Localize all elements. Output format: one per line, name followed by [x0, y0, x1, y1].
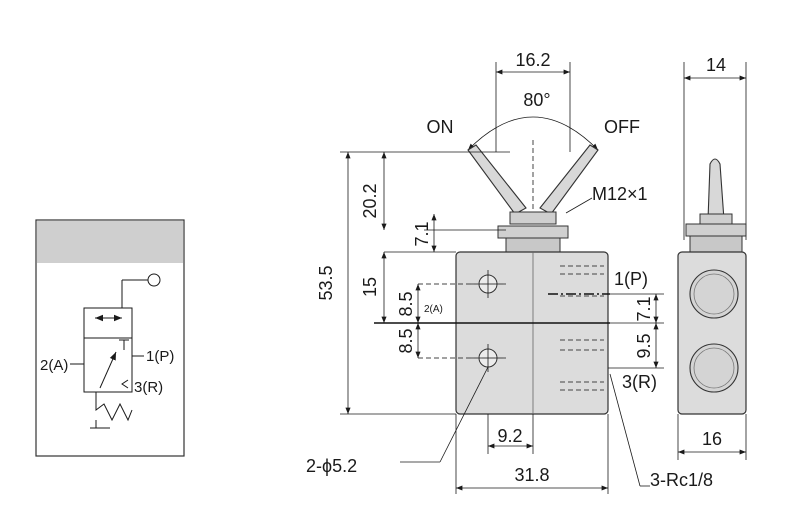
dim-body-width: 31.8 — [514, 465, 549, 485]
spring-icon — [95, 392, 133, 422]
thread-top — [509, 211, 557, 225]
label-on: ON — [427, 117, 454, 137]
dim-a-height-1: 8.5 — [396, 291, 416, 316]
symbol-port-a-label: 2(A) — [40, 357, 68, 374]
valve-body-front — [455, 251, 609, 415]
side-port-p — [689, 269, 739, 319]
dim-a-height-2: 8.5 — [396, 328, 416, 353]
port-p-label: 1(P) — [614, 269, 648, 289]
lever-knob-icon — [147, 273, 161, 287]
side-dim-top-width: 14 — [706, 55, 726, 75]
port-r-label: 3(R) — [622, 372, 657, 392]
label-off: OFF — [604, 117, 640, 137]
side-nut — [685, 223, 747, 237]
dim-top-width: 16.2 — [515, 50, 550, 70]
dim-r-height: 9.5 — [634, 333, 654, 358]
dim-half-width: 9.2 — [497, 426, 522, 446]
thread-label: M12×1 — [592, 184, 648, 204]
lever-on-position — [467, 144, 527, 215]
symbol-box-lower — [83, 337, 133, 393]
port-a-small-label: 2(A) — [424, 304, 443, 315]
side-dim-body-width: 16 — [702, 429, 722, 449]
valve-symbol: 2(A) 1(P) 3(R) — [35, 219, 185, 457]
side-lever — [707, 158, 725, 221]
dim-lever-height: 20.2 — [360, 183, 380, 218]
front-view: 16.2 80° ON OFF M12×1 — [306, 50, 713, 494]
dim-angle: 80° — [523, 90, 550, 110]
symbol-port-r-label: 3(R) — [134, 379, 163, 396]
ports-callout: 3-Rc1/8 — [650, 470, 713, 490]
dim-nut-height: 7.1 — [412, 221, 432, 246]
nut-base — [505, 237, 561, 253]
symbol-header-band — [37, 221, 183, 263]
angle-arc — [467, 116, 599, 151]
dim-total-height: 53.5 — [316, 265, 336, 300]
side-port-r — [689, 343, 739, 393]
lever-off-position — [539, 144, 599, 215]
symbol-port-p-label: 1(P) — [146, 348, 174, 365]
side-nut-base — [689, 235, 743, 253]
holes-callout: 2-ϕ5.2 — [306, 456, 357, 476]
dim-p-height: 7.1 — [634, 296, 654, 321]
side-view: 14 16 — [677, 55, 747, 460]
side-thread — [699, 213, 733, 225]
dim-upper-height: 15 — [360, 277, 380, 297]
lock-nut — [497, 225, 569, 239]
